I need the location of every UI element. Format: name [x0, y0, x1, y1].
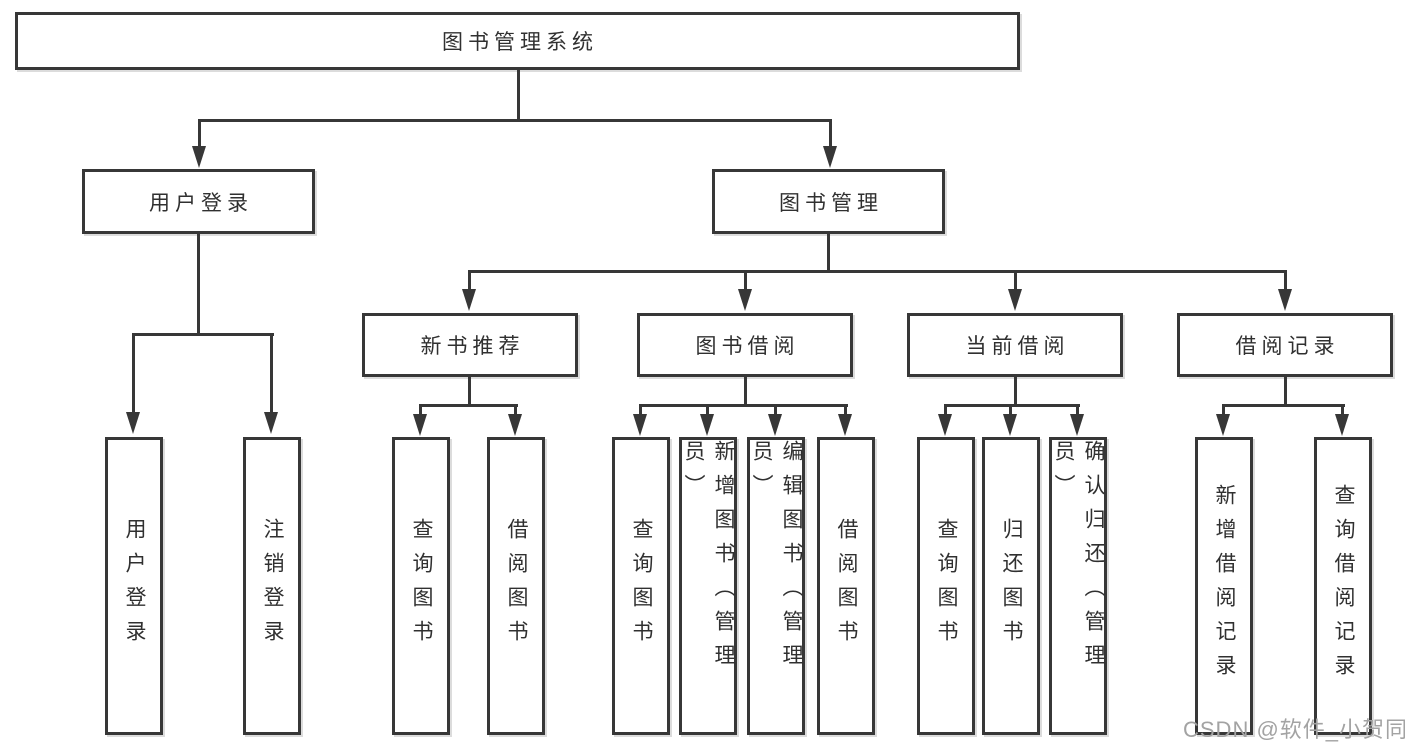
arrow-down-icon: [938, 414, 952, 436]
connector-borrow-stub: [744, 377, 747, 407]
connector-current-stub: [1014, 377, 1017, 407]
connector-borrow-drop-4: [844, 404, 847, 417]
connector-borrow-drop-1: [639, 404, 642, 417]
connector-bookmgmt-drop-2: [744, 270, 747, 291]
connector-root-branch: [198, 119, 832, 122]
arrow-down-icon: [700, 414, 714, 436]
node-borrow-books-recommend: 借阅图书: [487, 437, 545, 735]
connector-borrow-drop-3: [774, 404, 777, 417]
connector-borrow-branch: [639, 404, 848, 407]
connector-root-stub: [517, 69, 520, 122]
node-user-login: 用户登录: [82, 169, 315, 234]
arrow-down-icon: [838, 414, 852, 436]
arrow-down-icon: [126, 412, 140, 434]
node-logout-action: 注销登录: [243, 437, 301, 735]
connector-root-drop-right: [829, 119, 832, 147]
node-borrow-records: 借阅记录: [1177, 313, 1393, 377]
connector-newbook-drop-2: [514, 404, 517, 417]
arrow-down-icon: [823, 146, 837, 168]
connector-userlogin-drop-1: [132, 333, 135, 414]
connector-newbook-stub: [468, 377, 471, 407]
node-book-borrow: 图书借阅: [637, 313, 853, 377]
connector-bookmgmt-stub: [827, 234, 830, 273]
arrow-down-icon: [1278, 289, 1292, 311]
arrow-down-icon: [738, 289, 752, 311]
node-edit-books-admin: 编辑图书（管理员）: [747, 437, 805, 735]
node-root: 图书管理系统: [15, 12, 1020, 70]
node-query-books-recommend: 查询图书: [392, 437, 450, 735]
connector-current-drop-1: [944, 404, 947, 417]
connector-records-stub: [1284, 377, 1287, 407]
arrow-down-icon: [192, 146, 206, 168]
arrow-down-icon: [1008, 289, 1022, 311]
connector-records-drop-2: [1341, 404, 1344, 417]
connector-userlogin-stub: [197, 234, 200, 335]
arrow-down-icon: [413, 414, 427, 436]
connector-root-drop-left: [198, 119, 201, 147]
arrow-down-icon: [768, 414, 782, 436]
arrow-down-icon: [1003, 414, 1017, 436]
node-add-borrow-record: 新增借阅记录: [1195, 437, 1253, 735]
connector-records-drop-1: [1222, 404, 1225, 417]
arrow-down-icon: [633, 414, 647, 436]
arrow-down-icon: [508, 414, 522, 436]
node-add-books-admin: 新增图书（管理员）: [679, 437, 737, 735]
connector-userlogin-drop-2: [270, 333, 273, 414]
node-book-management: 图书管理: [712, 169, 945, 234]
arrow-down-icon: [264, 412, 278, 434]
node-query-borrow-record: 查询借阅记录: [1314, 437, 1372, 735]
connector-bookmgmt-drop-1: [468, 270, 471, 291]
connector-borrow-drop-2: [706, 404, 709, 417]
arrow-down-icon: [1070, 414, 1084, 436]
connector-bookmgmt-drop-4: [1284, 270, 1287, 291]
node-confirm-return-admin: 确认归还（管理员）: [1049, 437, 1107, 735]
connector-current-drop-3: [1076, 404, 1079, 417]
connector-bookmgmt-branch: [469, 270, 1287, 273]
node-new-book-recommend: 新书推荐: [362, 313, 578, 377]
connector-userlogin-branch: [132, 333, 274, 336]
node-return-books: 归还图书: [982, 437, 1040, 735]
arrow-down-icon: [462, 289, 476, 311]
node-current-borrow: 当前借阅: [907, 313, 1123, 377]
arrow-down-icon: [1216, 414, 1230, 436]
connector-current-branch: [944, 404, 1080, 407]
node-borrow-books-borrow: 借阅图书: [817, 437, 875, 735]
connector-current-drop-2: [1009, 404, 1012, 417]
connector-records-branch: [1222, 404, 1345, 407]
connector-bookmgmt-drop-3: [1014, 270, 1017, 291]
connector-newbook-drop-1: [419, 404, 422, 417]
node-query-books-borrow: 查询图书: [612, 437, 670, 735]
arrow-down-icon: [1335, 414, 1349, 436]
connector-newbook-branch: [419, 404, 518, 407]
node-query-books-current: 查询图书: [917, 437, 975, 735]
node-user-login-action: 用户登录: [105, 437, 163, 735]
watermark: CSDN @软件_小贺同学: [1183, 717, 1405, 742]
